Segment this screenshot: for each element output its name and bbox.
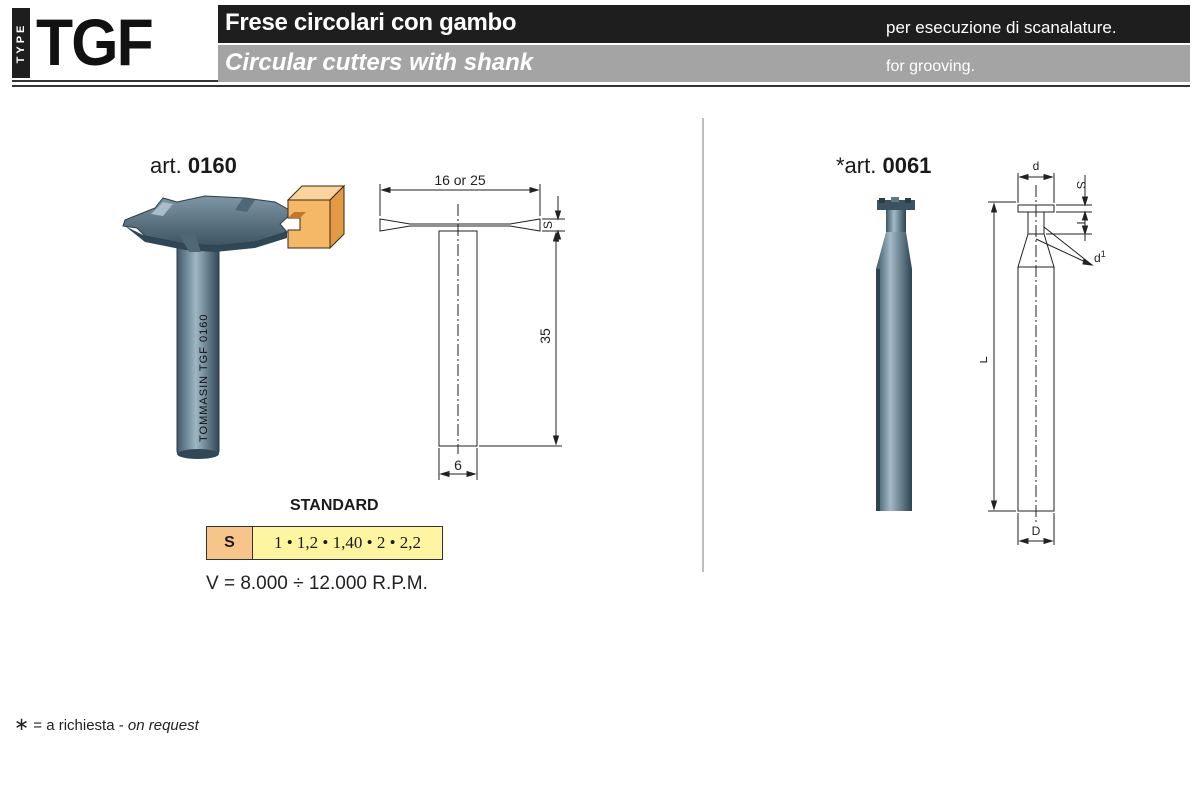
dim-d1-text: d1 <box>1094 249 1106 265</box>
article-number-right: 0061 <box>882 153 932 178</box>
subtitle-english: for grooving. <box>886 58 975 75</box>
standard-values-cell: 1 • 1,2 • 1,40 • 2 • 2,2 <box>253 527 442 559</box>
article-prefix-right: *art. <box>836 153 883 178</box>
article-number: 0160 <box>187 153 237 178</box>
product-code: TGF <box>36 5 154 79</box>
shank-marking: TOMMASIN TGF 0160 <box>198 314 210 442</box>
asterisk-icon: ∗ <box>14 714 30 734</box>
dim-s-text: S <box>1074 181 1088 189</box>
cutter-0061-technical-drawing: d S l d1 L D <box>980 159 1106 545</box>
dim-L-text: L <box>980 356 990 363</box>
standard-label: STANDARD <box>290 497 379 514</box>
dim-d-text: d <box>1033 159 1040 173</box>
dim-d1-base: d <box>1094 251 1101 265</box>
header-subtitle-bar <box>218 45 1190 82</box>
title-italian: Frese circolari con gambo <box>225 9 517 36</box>
standard-sizes-table: S 1 • 1,2 • 1,40 • 2 • 2,2 <box>206 526 443 560</box>
dim-D-text: D <box>1032 524 1041 538</box>
footnote-italian: = a richiesta - <box>29 717 128 734</box>
cutter-0160-technical-drawing: 16 or 25 S 35 6 <box>379 172 565 480</box>
dim-thickness-text: S <box>541 221 555 229</box>
article-prefix: art. <box>150 153 188 178</box>
footnote: ∗ = a richiesta - on request <box>14 714 199 735</box>
subtitle-italian: per esecuzione di scanalature. <box>886 18 1117 37</box>
dim-length-text: 35 <box>537 328 553 344</box>
cutter-0061-illustration <box>876 197 915 511</box>
article-0061-label: *art. 0061 <box>836 153 931 179</box>
groove-profile-icon <box>286 184 346 250</box>
dim-shank-text: 6 <box>454 457 462 473</box>
column-separator <box>702 118 704 572</box>
dim-l-text: l <box>1074 222 1088 225</box>
cutter-0160-illustration: TOMMASIN TGF 0160 <box>122 184 346 459</box>
dim-diameter-text: 16 or 25 <box>434 172 486 188</box>
type-vertical-label: TYPE <box>12 8 30 78</box>
type-label-text: TYPE <box>15 23 27 64</box>
header-code-underline <box>12 80 218 82</box>
title-english: Circular cutters with shank <box>225 49 534 76</box>
standard-key-cell: S <box>207 527 253 559</box>
header-divider <box>12 85 1190 87</box>
rpm-text: V = 8.000 ÷ 12.000 R.P.M. <box>206 573 428 594</box>
footnote-english: on request <box>127 717 199 734</box>
dim-d1-superscript: 1 <box>1101 249 1106 259</box>
article-0160-label: art. 0160 <box>150 153 237 179</box>
header-title-bar <box>218 5 1190 43</box>
